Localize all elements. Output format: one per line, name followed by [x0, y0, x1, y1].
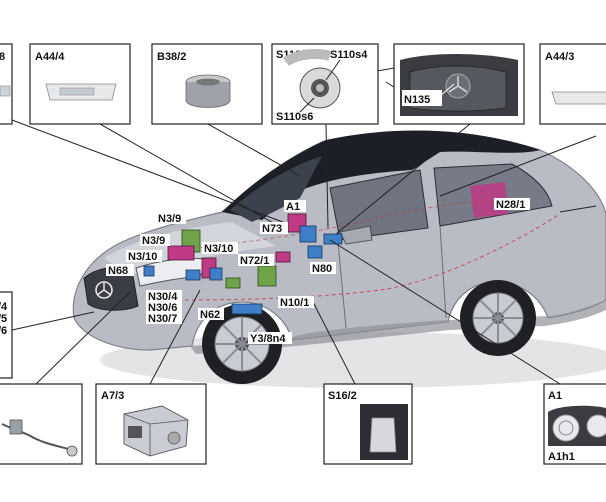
callout-n73: N73 — [262, 223, 282, 235]
box-left-mid-label-2: /5 — [0, 313, 7, 325]
callout-n72-1: N72/1 — [240, 255, 269, 267]
box-n135-label: N135 — [404, 94, 430, 106]
box-a7-3-label: A7/3 — [101, 390, 124, 402]
box-b38-2: B38/2 — [151, 43, 263, 125]
box-a44-4: A44/4 — [29, 43, 131, 125]
box-b38-left-label: 8 — [0, 51, 5, 63]
box-a44-3: A44/3 — [539, 43, 606, 125]
box-a7-3: A7/3 — [95, 383, 207, 465]
callout-n68: N68 — [108, 265, 128, 277]
box-a44-3-label: A44/3 — [545, 51, 574, 63]
callout-a1: A1 — [286, 201, 300, 213]
callout-n28-1: N28/1 — [496, 199, 525, 211]
rear-wheel — [460, 280, 536, 356]
box-left-mid-label-1: /4 — [0, 301, 8, 313]
box-a1-label-1: A1 — [548, 390, 562, 402]
callout-labels: A1 N73 N3/9 N3/9 N3/10 N3/10 N68 N72/1 N… — [106, 198, 530, 345]
box-b38-left: 8 — [0, 43, 13, 125]
car-roof-glass — [222, 130, 540, 220]
callout-n3-9-upper: N3/9 — [158, 213, 181, 225]
callout-y3-8n4: Y3/8n4 — [250, 333, 286, 345]
callout-n30-4: N30/4 — [148, 291, 178, 303]
car-illustration — [72, 130, 606, 388]
box-left-mid: /4 /5 /6 — [0, 291, 13, 379]
box-left-mid-label-3: /6 — [0, 325, 7, 337]
box-bottom-left — [0, 383, 83, 465]
callout-n3-10-left: N3/10 — [128, 251, 157, 263]
box-s110-label-3: S110s6 — [276, 111, 313, 123]
box-a1: A1 A1h1 — [543, 383, 606, 465]
box-n135: N135 — [393, 43, 525, 125]
callout-n10-1: N10/1 — [280, 297, 309, 309]
box-s16-2-label: S16/2 — [328, 390, 357, 402]
callout-n62: N62 — [200, 309, 220, 321]
box-a44-4-label: A44/4 — [35, 51, 65, 63]
box-s110-label-2: S110s4 — [330, 49, 368, 61]
leader-lines — [11, 67, 597, 385]
front-wheel — [202, 304, 282, 384]
callout-n3-10-right: N3/10 — [204, 243, 233, 255]
callout-n3-9-lower: N3/9 — [142, 235, 165, 247]
front-grille — [83, 266, 139, 311]
callout-n30-6: N30/6 — [148, 302, 177, 314]
box-s16-2: S16/2 — [323, 383, 413, 465]
box-a1-label-2: A1h1 — [548, 451, 575, 463]
callout-n30-7: N30/7 — [148, 313, 177, 325]
box-s110: S110 S110s4 S110s6 — [271, 43, 379, 125]
callout-n80: N80 — [312, 263, 332, 275]
box-b38-2-label: B38/2 — [157, 51, 186, 63]
module-group — [143, 213, 343, 315]
